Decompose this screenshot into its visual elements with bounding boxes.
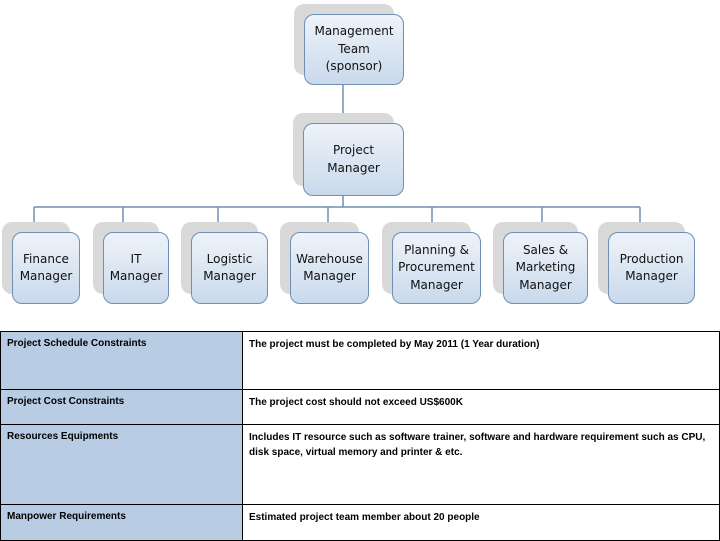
constraint-value: The project must be completed by May 201… bbox=[242, 331, 720, 390]
constraints-table: Project Schedule Constraints The project… bbox=[0, 331, 720, 541]
production-manager-label: Production Manager bbox=[608, 232, 695, 304]
table-row: Manpower Requirements Estimated project … bbox=[0, 504, 720, 541]
constraint-value: Estimated project team member about 20 p… bbox=[242, 504, 720, 541]
constraint-value: The project cost should not exceed US$60… bbox=[242, 389, 720, 425]
it-manager-node: IT Manager bbox=[93, 222, 169, 304]
org-chart: Management Team (sponsor) Project Manage… bbox=[2, 4, 695, 304]
constraint-label: Resources Equipments bbox=[0, 424, 243, 505]
planning-procurement-manager-node: Planning & Procurement Manager bbox=[382, 222, 481, 304]
constraint-label: Project Schedule Constraints bbox=[0, 331, 243, 390]
table-row: Project Cost Constraints The project cos… bbox=[0, 389, 720, 425]
table-row: Project Schedule Constraints The project… bbox=[0, 331, 720, 390]
finance-manager-label: Finance Manager bbox=[12, 232, 80, 304]
finance-manager-node: Finance Manager bbox=[2, 222, 80, 304]
warehouse-manager-label: Warehouse Manager bbox=[290, 232, 369, 304]
logistic-manager-label: Logistic Manager bbox=[191, 232, 268, 304]
project-manager-label: Project Manager bbox=[303, 123, 404, 196]
constraint-label: Project Cost Constraints bbox=[0, 389, 243, 425]
constraint-label: Manpower Requirements bbox=[0, 504, 243, 541]
project-manager-node: Project Manager bbox=[293, 113, 404, 196]
planning-procurement-manager-label: Planning & Procurement Manager bbox=[392, 232, 481, 304]
sales-marketing-manager-label: Sales & Marketing Manager bbox=[503, 232, 588, 304]
sales-marketing-manager-node: Sales & Marketing Manager bbox=[493, 222, 588, 304]
management-team-node: Management Team (sponsor) bbox=[294, 4, 404, 85]
warehouse-manager-node: Warehouse Manager bbox=[280, 222, 369, 304]
management-team-label: Management Team (sponsor) bbox=[304, 14, 404, 85]
it-manager-label: IT Manager bbox=[103, 232, 169, 304]
table-row: Resources Equipments Includes IT resourc… bbox=[0, 424, 720, 505]
logistic-manager-node: Logistic Manager bbox=[181, 222, 268, 304]
production-manager-node: Production Manager bbox=[598, 222, 695, 304]
constraint-value: Includes IT resource such as software tr… bbox=[242, 424, 720, 505]
